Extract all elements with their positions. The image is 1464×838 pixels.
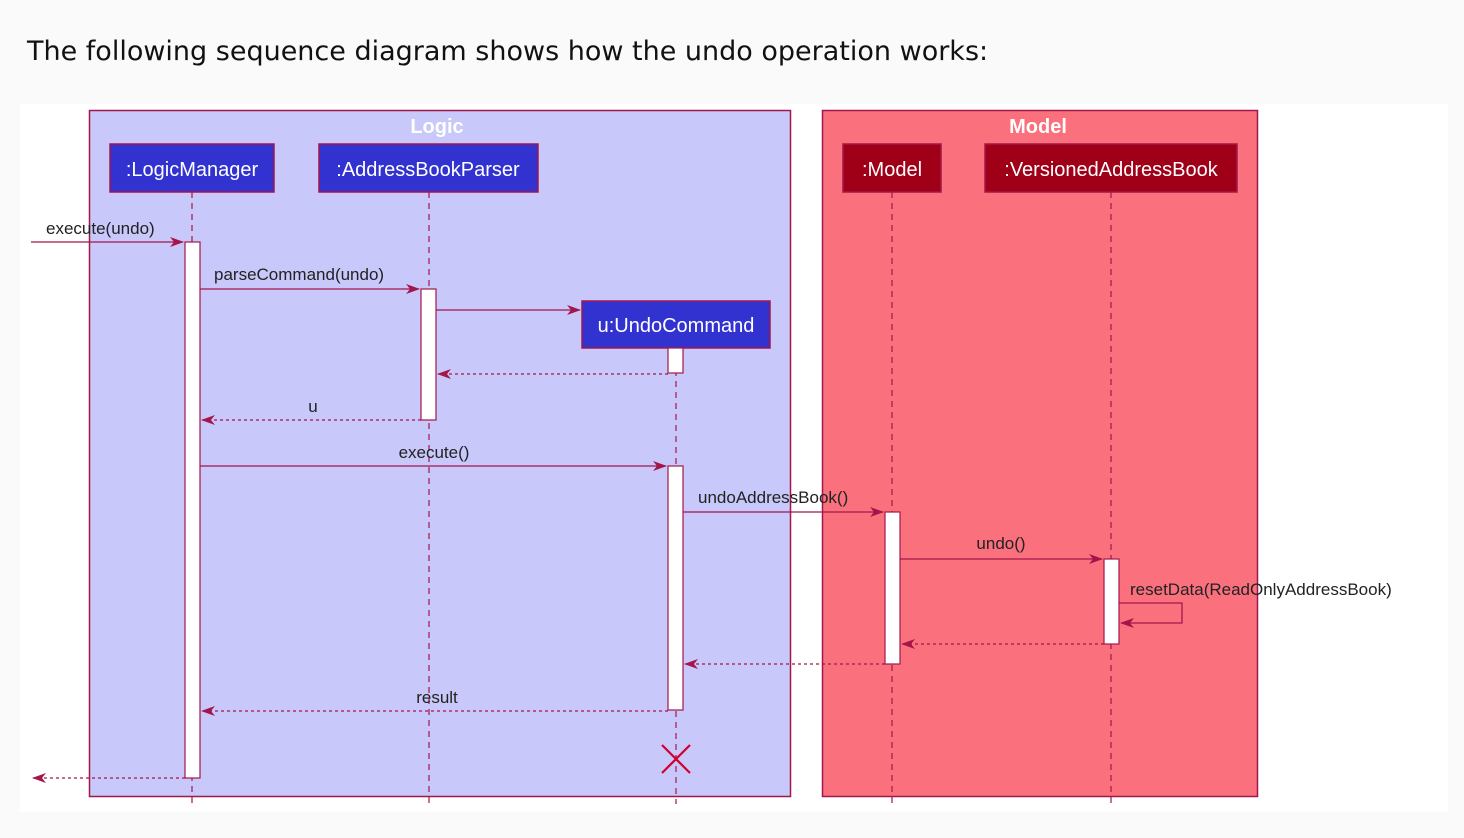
model-frame-title: Model	[1009, 116, 1067, 138]
label-reset-data: resetData(ReadOnlyAddressBook)	[1130, 580, 1392, 599]
activation-model	[884, 511, 901, 665]
message-reset-data	[1119, 602, 1183, 628]
label-undo: undo()	[976, 534, 1025, 553]
activation-versioned-address-book	[1103, 558, 1120, 645]
destroy-undo-command-icon	[661, 744, 691, 774]
logic-frame-title: Logic	[410, 116, 463, 138]
label-parse-command: parseCommand(undo)	[214, 265, 384, 284]
label-undo-address-book: undoAddressBook()	[698, 488, 848, 507]
label-execute: execute()	[399, 443, 470, 462]
label-execute-undo: execute(undo)	[46, 219, 155, 238]
participant-address-book-parser-label: :AddressBookParser	[336, 159, 520, 181]
model-frame	[821, 109, 1259, 798]
participant-logic-manager	[109, 143, 275, 193]
sequence-diagram: Logic Model :LogicManager :AddressBookPa…	[31, 109, 1392, 804]
label-result: result	[416, 688, 458, 707]
participant-model-label: :Model	[862, 159, 922, 181]
participant-logic-manager-label: :LogicManager	[126, 159, 259, 181]
participant-undo-command-label: u:UndoCommand	[598, 315, 755, 337]
activation-address-book-parser	[420, 288, 437, 421]
activation-logic-manager	[184, 241, 201, 779]
bottom-band	[0, 812, 1464, 838]
participant-versioned-address-book	[984, 143, 1238, 193]
participant-address-book-parser	[318, 143, 539, 193]
label-return-u: u	[308, 397, 317, 416]
participant-versioned-address-book-label: :VersionedAddressBook	[1004, 159, 1218, 181]
page-heading: The following sequence diagram shows how…	[27, 36, 989, 67]
sequence-diagram-canvas: Logic Model :LogicManager :AddressBookPa…	[20, 104, 1448, 812]
participant-model	[842, 143, 942, 193]
activation-undo-command-create	[667, 347, 684, 374]
activation-undo-command-execute	[667, 465, 684, 711]
